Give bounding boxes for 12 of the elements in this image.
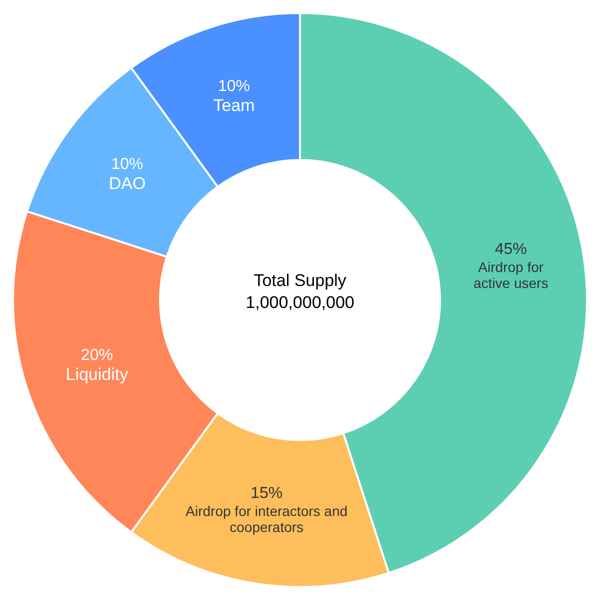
percent-label: 15%	[250, 484, 283, 503]
category-label: DAO	[108, 174, 146, 194]
percent-label: 45%	[494, 240, 527, 259]
percent-label: 10%	[218, 78, 250, 96]
center-label: 1,000,000,000	[246, 293, 354, 313]
category-label: Team	[213, 96, 255, 116]
category-label: Airdrop for active users	[472, 258, 550, 291]
percent-label: 10%	[111, 156, 144, 174]
category-label: Airdrop for interactors and cooperators	[184, 502, 349, 535]
category-label: Liquidity	[66, 364, 128, 385]
center-label: Total Supply	[254, 271, 346, 291]
percent-label: 20%	[80, 346, 113, 365]
